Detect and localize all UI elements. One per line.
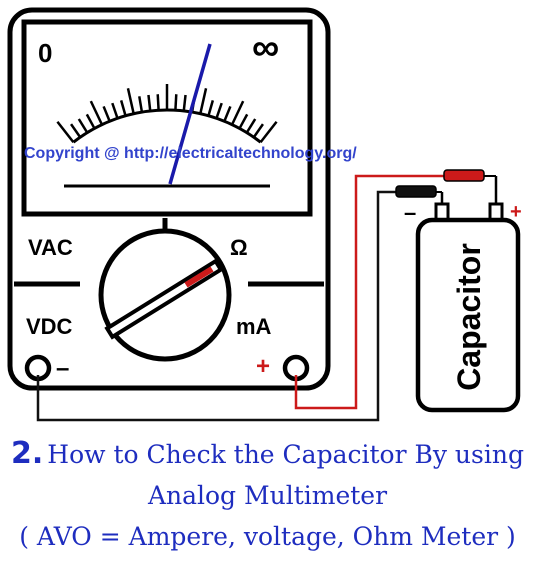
copyright-watermark: Copyright @ http://electricaltechnology.… [24, 145, 357, 162]
label-vdc: VDC [26, 314, 73, 339]
meter-scale [56, 84, 278, 144]
scale-tick [126, 88, 135, 114]
scale-tick [138, 96, 144, 113]
scale-tick [252, 123, 264, 138]
negative-terminal-label: – [56, 355, 69, 382]
scale-tick [111, 102, 119, 119]
positive-test-lead [294, 174, 452, 410]
caption-line-1: 2.How to Check the Capacitor By using [0, 436, 535, 471]
scale-tick [238, 113, 249, 130]
scale-tick [182, 94, 187, 112]
dial-pointer [104, 258, 224, 340]
label-ohm: Ω [230, 235, 248, 260]
scale-tick [119, 100, 127, 117]
scale-tick [199, 88, 208, 114]
scale-tick [102, 105, 111, 122]
scale-tick [207, 100, 215, 117]
negative-test-lead [36, 190, 404, 422]
caption-line-3: ( AVO = Ampere, voltage, Ohm Meter ) [19, 522, 516, 551]
scale-tick [70, 123, 82, 138]
scale-tick [156, 94, 160, 111]
scale-infinity-label: ∞ [252, 27, 279, 69]
capacitor-label: Capacitor [451, 243, 487, 391]
caption-line-2: Analog Multimeter [147, 481, 388, 510]
scale-tick [259, 120, 278, 143]
scale-tick [85, 113, 96, 130]
positive-probe [443, 169, 498, 206]
scale-tick [89, 100, 104, 126]
scale-tick [77, 118, 89, 134]
scale-tick [174, 94, 178, 111]
positive-terminal-label: + [256, 353, 270, 380]
scale-tick [230, 100, 245, 126]
capacitor-negative-sign: – [404, 200, 416, 225]
meter-needle [168, 43, 212, 185]
caption-step-number: 2. [11, 436, 44, 471]
label-ma: mA [236, 314, 272, 339]
scale-tick [245, 118, 257, 134]
scale-zero-label: 0 [38, 38, 52, 68]
scale-tick [147, 94, 152, 112]
label-vac: VAC [28, 235, 73, 260]
meter-display-window [21, 19, 313, 217]
capacitor-positive-sign: + [510, 201, 522, 223]
scale-tick [223, 105, 232, 122]
scale-tick [56, 120, 75, 143]
capacitor-body [415, 217, 521, 413]
scale-tick [215, 102, 223, 119]
caption-title: How to Check the Capacitor By using [47, 440, 524, 469]
